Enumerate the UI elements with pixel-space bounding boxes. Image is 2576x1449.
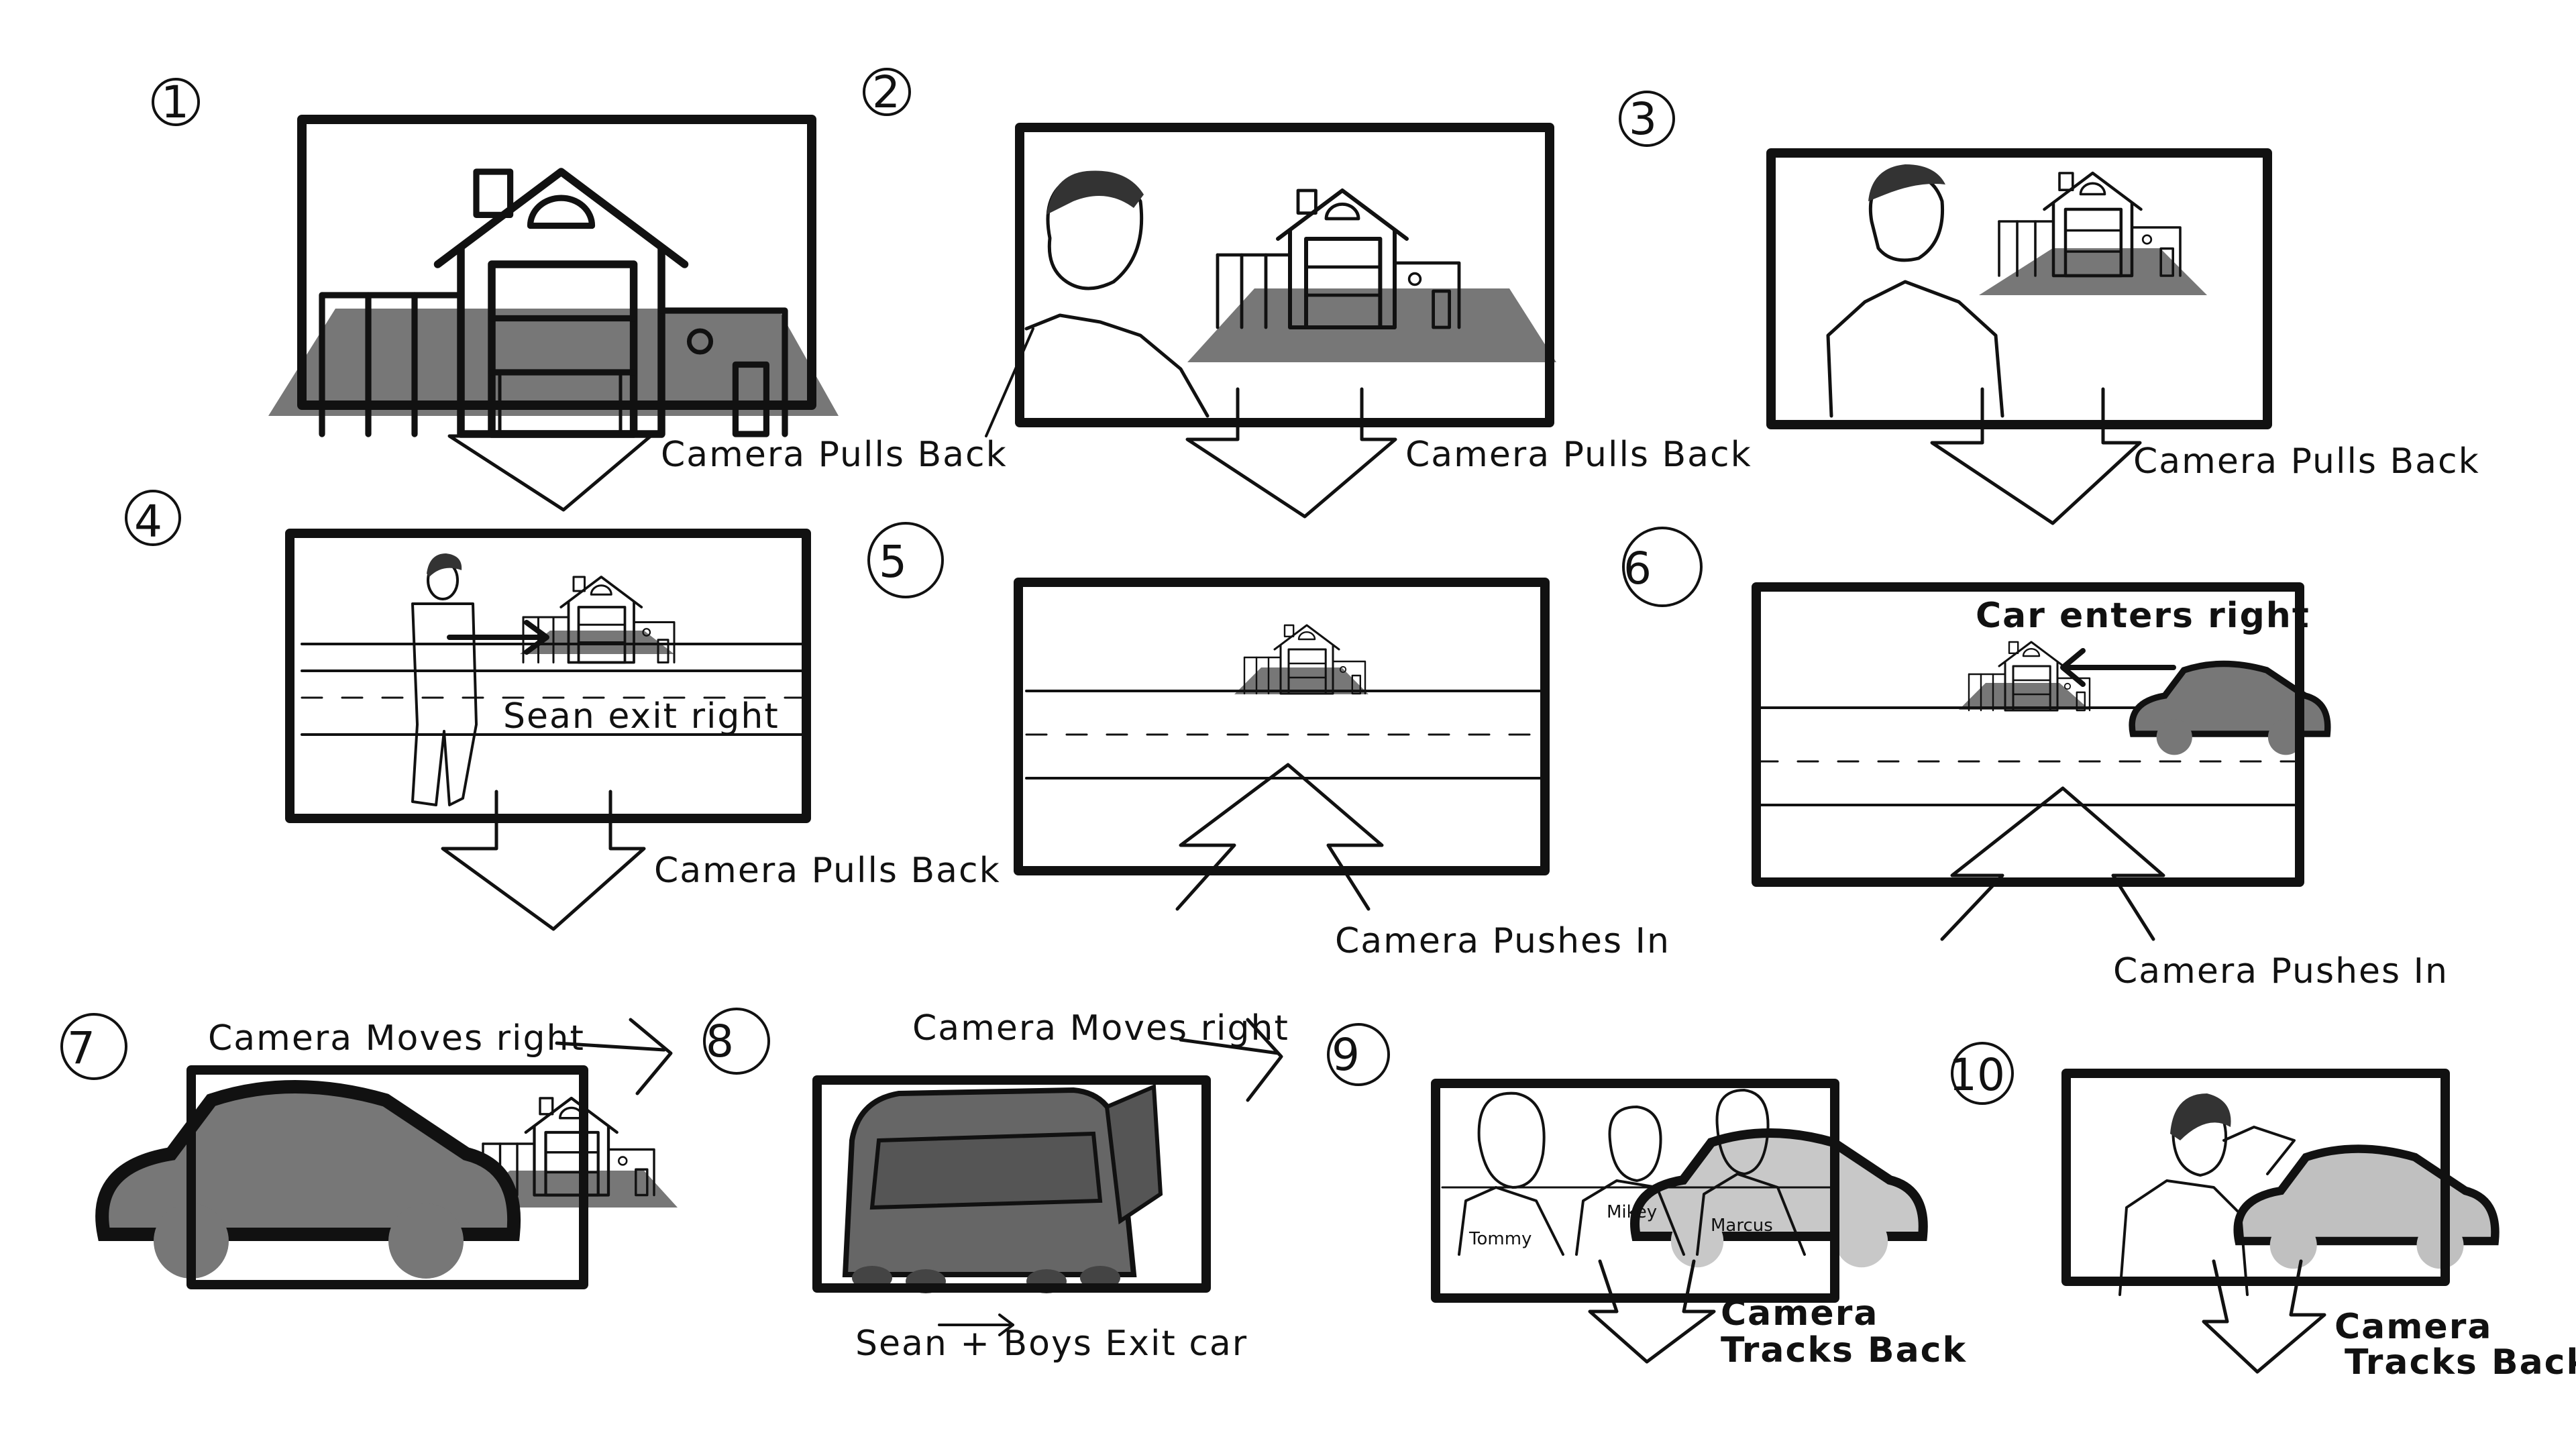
panel-frame: [812, 1075, 1211, 1293]
caption-10-line1: Camera: [2334, 1307, 2492, 1347]
panel-number-7: 7: [67, 1022, 95, 1074]
car-rear-window: [869, 1131, 1103, 1210]
caption-9-line1: Camera: [1721, 1293, 1878, 1334]
down-arrow: [1930, 387, 2142, 525]
panel-number-4: 4: [134, 496, 162, 547]
car: [1635, 1133, 1923, 1267]
panel-frame: [2061, 1069, 2450, 1286]
note-6: Car enters right: [1976, 596, 2310, 636]
panel-10: 10 Camera Tracks Back: [1949, 1042, 2576, 1383]
panel-frame: [297, 115, 816, 410]
panel-number-2: 2: [872, 66, 900, 118]
panel-number-circle: [1622, 527, 1703, 607]
car: [102, 1087, 514, 1279]
panel-3: 3 Camera Pulls Back: [1619, 91, 2480, 525]
sean-arm: [2222, 1126, 2296, 1175]
motion-arrow: [555, 1041, 666, 1052]
panel-1: 1 Camera Pulls Back: [152, 76, 1008, 512]
panel-number-circle: [863, 68, 911, 116]
caption-8: Camera Moves right: [912, 1008, 1289, 1049]
panel-number-5: 5: [879, 536, 907, 588]
car-open-door: [1104, 1083, 1163, 1225]
panel-number-circle: [703, 1008, 770, 1075]
panel-8: 8 Camera Moves right Sean + Boys Exit ca…: [703, 1008, 1289, 1364]
sean-figure: [411, 553, 478, 806]
down-arrow: [1588, 1259, 1716, 1364]
caption-2: Camera Pulls Back: [1405, 435, 1752, 475]
caption-9-line2: Tracks Back: [1721, 1330, 1967, 1371]
name-tommy: Tommy: [1468, 1229, 1532, 1249]
down-arrow: [1185, 387, 1397, 519]
motion-arrow-head: [1246, 1018, 1283, 1102]
panel-number-circle: [125, 490, 181, 546]
motion-arrow-head: [2060, 648, 2086, 687]
panel-number-1: 1: [161, 76, 189, 128]
motion-arrow-head: [524, 620, 549, 655]
panel-4: 4 Sean exit right Camera Pulls Back: [125, 490, 1001, 931]
panel-9: 9 Tommy Mikey Marcus Camera Tracks Back: [1327, 1023, 1967, 1371]
note-4: Sean exit right: [503, 696, 780, 737]
up-arrow: [1175, 763, 1384, 911]
caption-5: Camera Pushes In: [1335, 921, 1670, 961]
panel-frame: [1015, 123, 1554, 427]
panel-number-circle: [1619, 91, 1675, 147]
panel-frame: [1431, 1079, 1839, 1303]
sean-shoulders: [1024, 313, 1210, 418]
motion-arrow: [1179, 1038, 1280, 1055]
sean-arm: [985, 327, 1034, 437]
caption-10-line2: Tracks Back: [2345, 1342, 2576, 1383]
panel-frame: [285, 529, 811, 823]
caption-3: Camera Pulls Back: [2133, 441, 2480, 482]
caption-4: Camera Pulls Back: [654, 851, 1001, 891]
up-arrow: [1940, 786, 2165, 941]
note-8: Sean + Boys Exit car: [855, 1324, 1248, 1364]
panel-number-circle: [60, 1013, 127, 1080]
boys-figures: [1458, 1089, 1806, 1256]
panel-frame: [1766, 148, 2272, 429]
panel-number-circle: [1951, 1042, 2014, 1105]
sean-hair: [1046, 170, 1144, 215]
caption-6: Camera Pushes In: [2113, 951, 2449, 991]
down-arrow: [2202, 1259, 2326, 1374]
panel-frame: [1752, 582, 2304, 887]
name-marcus: Marcus: [1711, 1216, 1773, 1236]
caption-1: Camera Pulls Back: [661, 435, 1008, 475]
panel-number-circle: [1327, 1023, 1390, 1086]
panel-number-circle: [867, 522, 944, 598]
panel-number-9: 9: [1332, 1029, 1360, 1081]
panel-2: 2 Camera Pulls Back: [863, 66, 1752, 519]
panel-7: 7 Camera Moves right: [60, 1013, 678, 1289]
car: [2238, 1149, 2496, 1269]
down-arrow: [447, 374, 653, 512]
down-arrow: [441, 790, 646, 931]
panel-number-3: 3: [1629, 93, 1657, 145]
motion-arrow-head: [998, 1313, 1014, 1336]
panel-frame: [186, 1065, 588, 1289]
motion-arrow-head: [629, 1018, 673, 1095]
name-mikey: Mikey: [1607, 1202, 1657, 1222]
sean-body: [1826, 280, 2004, 418]
driveway: [268, 309, 839, 416]
panel-6: 6 Car enters right Camera Pushes In: [1622, 527, 2449, 991]
sean-body: [2118, 1179, 2249, 1296]
caption-7: Camera Moves right: [208, 1018, 585, 1059]
panel-number-circle: [152, 78, 200, 126]
panel-frame: [1014, 578, 1550, 875]
panel-5: 5 Camera Pushes In: [867, 522, 1670, 961]
sean-hair: [2170, 1093, 2231, 1140]
sean-hair: [1868, 164, 1945, 201]
